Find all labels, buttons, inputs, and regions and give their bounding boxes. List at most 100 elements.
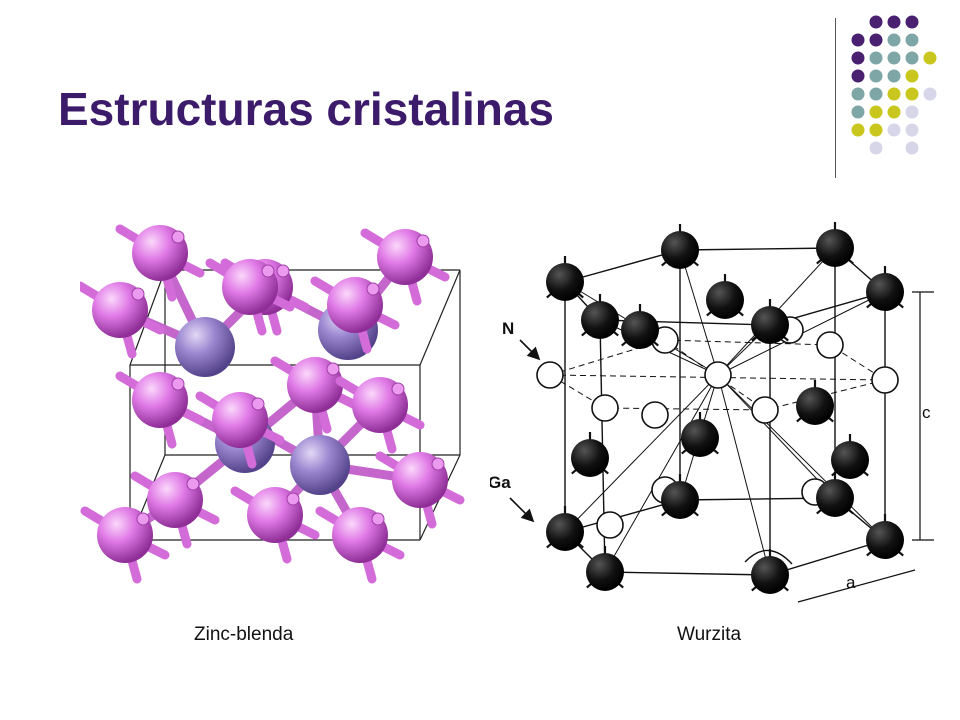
deco-dot — [887, 15, 901, 29]
deco-dot — [905, 141, 919, 155]
wurtzite-atom-ga — [751, 306, 789, 344]
wurtzite-atom-ga — [581, 301, 619, 339]
wurz-bond — [717, 374, 886, 541]
deco-dot — [851, 69, 865, 83]
wurtzite-atom-ga — [681, 419, 719, 457]
deco-dot — [905, 69, 919, 83]
zinc-bond-cap — [326, 362, 340, 376]
deco-dot — [923, 87, 937, 101]
angle-arc — [744, 549, 793, 565]
decorative-dot-grid — [851, 15, 937, 155]
deco-dot — [869, 87, 883, 101]
deco-dot — [887, 69, 901, 83]
deco-dot — [851, 105, 865, 119]
wurtzite-atom-ga — [751, 556, 789, 594]
wurtzite-atom-n — [596, 511, 624, 539]
deco-dot — [905, 105, 919, 119]
deco-dot — [905, 123, 919, 137]
deco-dot — [851, 51, 865, 65]
deco-dot — [905, 15, 919, 29]
arrow-n — [519, 339, 541, 361]
wurz-bond — [604, 374, 719, 573]
arrow-ga — [509, 497, 535, 523]
zinc-atom-lilac — [175, 317, 235, 377]
zinc-blende-structure-figure — [80, 224, 465, 584]
wurtzite-atom-ga — [706, 281, 744, 319]
deco-dot — [869, 51, 883, 65]
deco-dot — [887, 33, 901, 47]
deco-dot — [869, 105, 883, 119]
slide-title: Estructuras cristalinas — [58, 83, 555, 135]
zinc-atom-lilac — [290, 435, 350, 495]
caption-zinc-blende: Zinc-blenda — [194, 624, 294, 645]
deco-dot — [887, 105, 901, 119]
wurtzite-atom-ga — [831, 441, 869, 479]
deco-dot — [869, 123, 883, 137]
dimension-a-line — [797, 569, 916, 603]
zinc-bond-cap — [391, 382, 405, 396]
zinc-bond-cap — [416, 234, 430, 248]
zinc-bond-cap — [251, 397, 265, 411]
label-a: a — [846, 573, 856, 592]
zinc-bond-cap — [371, 512, 385, 526]
wurtzite-atom-ga — [866, 273, 904, 311]
wurtzite-atom-ga — [661, 481, 699, 519]
deco-dot — [905, 51, 919, 65]
wurtzite-atom-n — [641, 401, 669, 429]
wurtzite-atom-n — [871, 366, 899, 394]
wurtzite-structure-figure: N Ga c a — [490, 222, 934, 603]
label-n: N — [502, 319, 514, 338]
deco-dot — [887, 87, 901, 101]
deco-dot — [887, 123, 901, 137]
zinc-bond-cap — [286, 492, 300, 506]
wurz-bond — [717, 374, 771, 576]
zinc-bond-cap — [276, 264, 290, 278]
wurtzite-atom-ga — [661, 231, 699, 269]
zinc-bond-cap — [171, 377, 185, 391]
deco-dot — [869, 69, 883, 83]
deco-dot — [869, 33, 883, 47]
zinc-bond-cap — [366, 282, 380, 296]
wurtzite-atom-n — [751, 396, 779, 424]
wurtzite-atom-ga — [621, 311, 659, 349]
wurtzite-atom-ga — [546, 263, 584, 301]
wurtzite-atom-n — [591, 394, 619, 422]
header-divider — [835, 18, 836, 178]
wurtzite-annotations: N Ga c a — [490, 291, 934, 603]
wurz-bond — [717, 374, 836, 499]
deco-dot — [851, 123, 865, 137]
deco-dot — [905, 33, 919, 47]
deco-dot — [887, 51, 901, 65]
dashed-diagonal — [549, 374, 886, 381]
wurtzite-atom-ga — [866, 521, 904, 559]
label-c: c — [922, 403, 931, 422]
zinc-bond-cap — [131, 287, 145, 301]
wurtzite-atom-ga — [571, 439, 609, 477]
wurtzite-atom-n — [704, 361, 732, 389]
zinc-bond-cap — [171, 230, 185, 244]
zinc-bond-cap — [186, 477, 200, 491]
wurtzite-atom-ga — [546, 513, 584, 551]
deco-dot — [851, 87, 865, 101]
label-ga: Ga — [490, 473, 511, 492]
wurtzite-atom-ga — [816, 229, 854, 267]
wurtzite-atom-ga — [796, 387, 834, 425]
cube-edge — [419, 269, 461, 366]
zinc-bond-cap — [261, 264, 275, 278]
wurtzite-atom-n — [816, 331, 844, 359]
wurz-bond — [679, 249, 719, 376]
zinc-bond-cap — [136, 512, 150, 526]
wurtzite-atom-ga — [586, 553, 624, 591]
wurtzite-atom-ga — [816, 479, 854, 517]
zinc-atoms — [80, 224, 465, 584]
wurtzite-atoms — [536, 222, 904, 594]
wurtzite-atom-n — [536, 361, 564, 389]
caption-wurtzite: Wurzita — [677, 624, 742, 645]
deco-dot — [851, 33, 865, 47]
deco-dot — [905, 87, 919, 101]
deco-dot — [869, 141, 883, 155]
zinc-bond-cap — [431, 457, 445, 471]
deco-dot — [923, 51, 937, 65]
wurz-bond — [564, 374, 719, 533]
deco-dot — [869, 15, 883, 29]
